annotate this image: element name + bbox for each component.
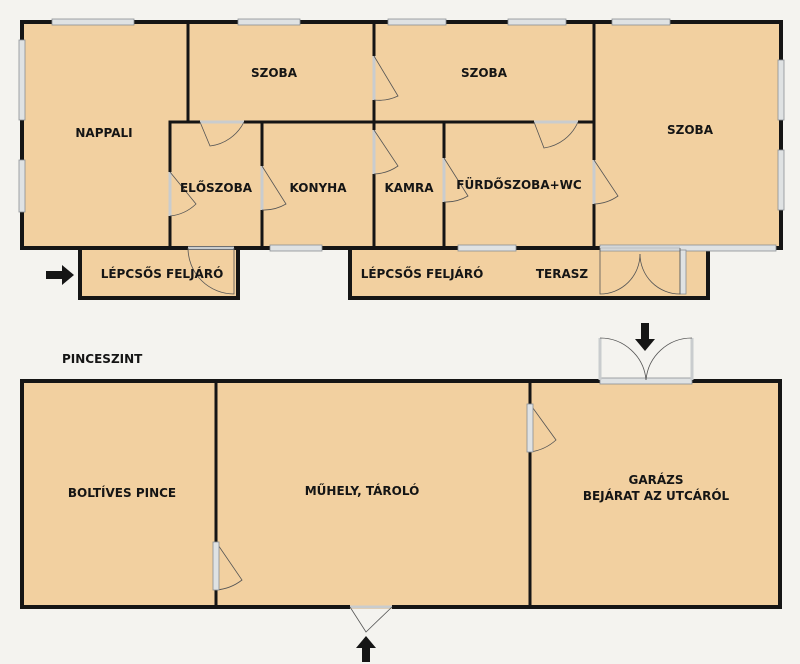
room-label-boltives-pince: BOLTÍVES PINCE [68,485,176,500]
upper-floor-area [22,22,781,248]
room-label-lepcsos-feljaro-1: LÉPCSŐS FELJÁRÓ [101,266,224,281]
room-label-garazs-note: BEJÁRAT AZ UTCÁRÓL [583,488,730,503]
entrance-arrow-icon [46,265,74,285]
room-label-furdoszoba: FÜRDŐSZOBA+WC [456,177,582,192]
room-label-garazs: GARÁZS [628,472,683,487]
room-label-muhely-tarolo: MŰHELY, TÁROLÓ [305,483,420,498]
room-label-terasz: TERASZ [536,267,589,281]
room-label-szoba-3: SZOBA [667,123,714,137]
terrace-wall [348,246,710,300]
room-label-szoba-1: SZOBA [251,66,298,80]
room-label-konyha: KONYHA [289,181,347,195]
window-icon [212,403,534,591]
room-label-nappali: NAPPALI [75,126,132,140]
room-label-szoba-2: SZOBA [461,66,508,80]
upper-floor: NAPPALI SZOBA SZOBA SZOBA ELŐSZOBA KONYH… [18,18,785,300]
room-label-lepcsos-feljaro-2: LÉPCSŐS FELJÁRÓ [361,266,484,281]
room-label-eloszoba: ELŐSZOBA [180,180,253,195]
entrance-arrow-icon [635,323,655,351]
level-label-pinceszint: PINCESZINT [62,352,143,366]
basement-floor: PINCESZINT [20,323,782,662]
stair-left-wall [78,246,240,300]
basement-area [22,381,780,607]
basement-outer-wall [20,379,782,609]
stair-terrace-area [350,248,708,298]
entrance-arrow-icon [356,636,376,662]
stair-entrance-left-area [80,248,238,298]
door-icon [168,55,681,295]
room-label-kamra: KAMRA [384,181,434,195]
